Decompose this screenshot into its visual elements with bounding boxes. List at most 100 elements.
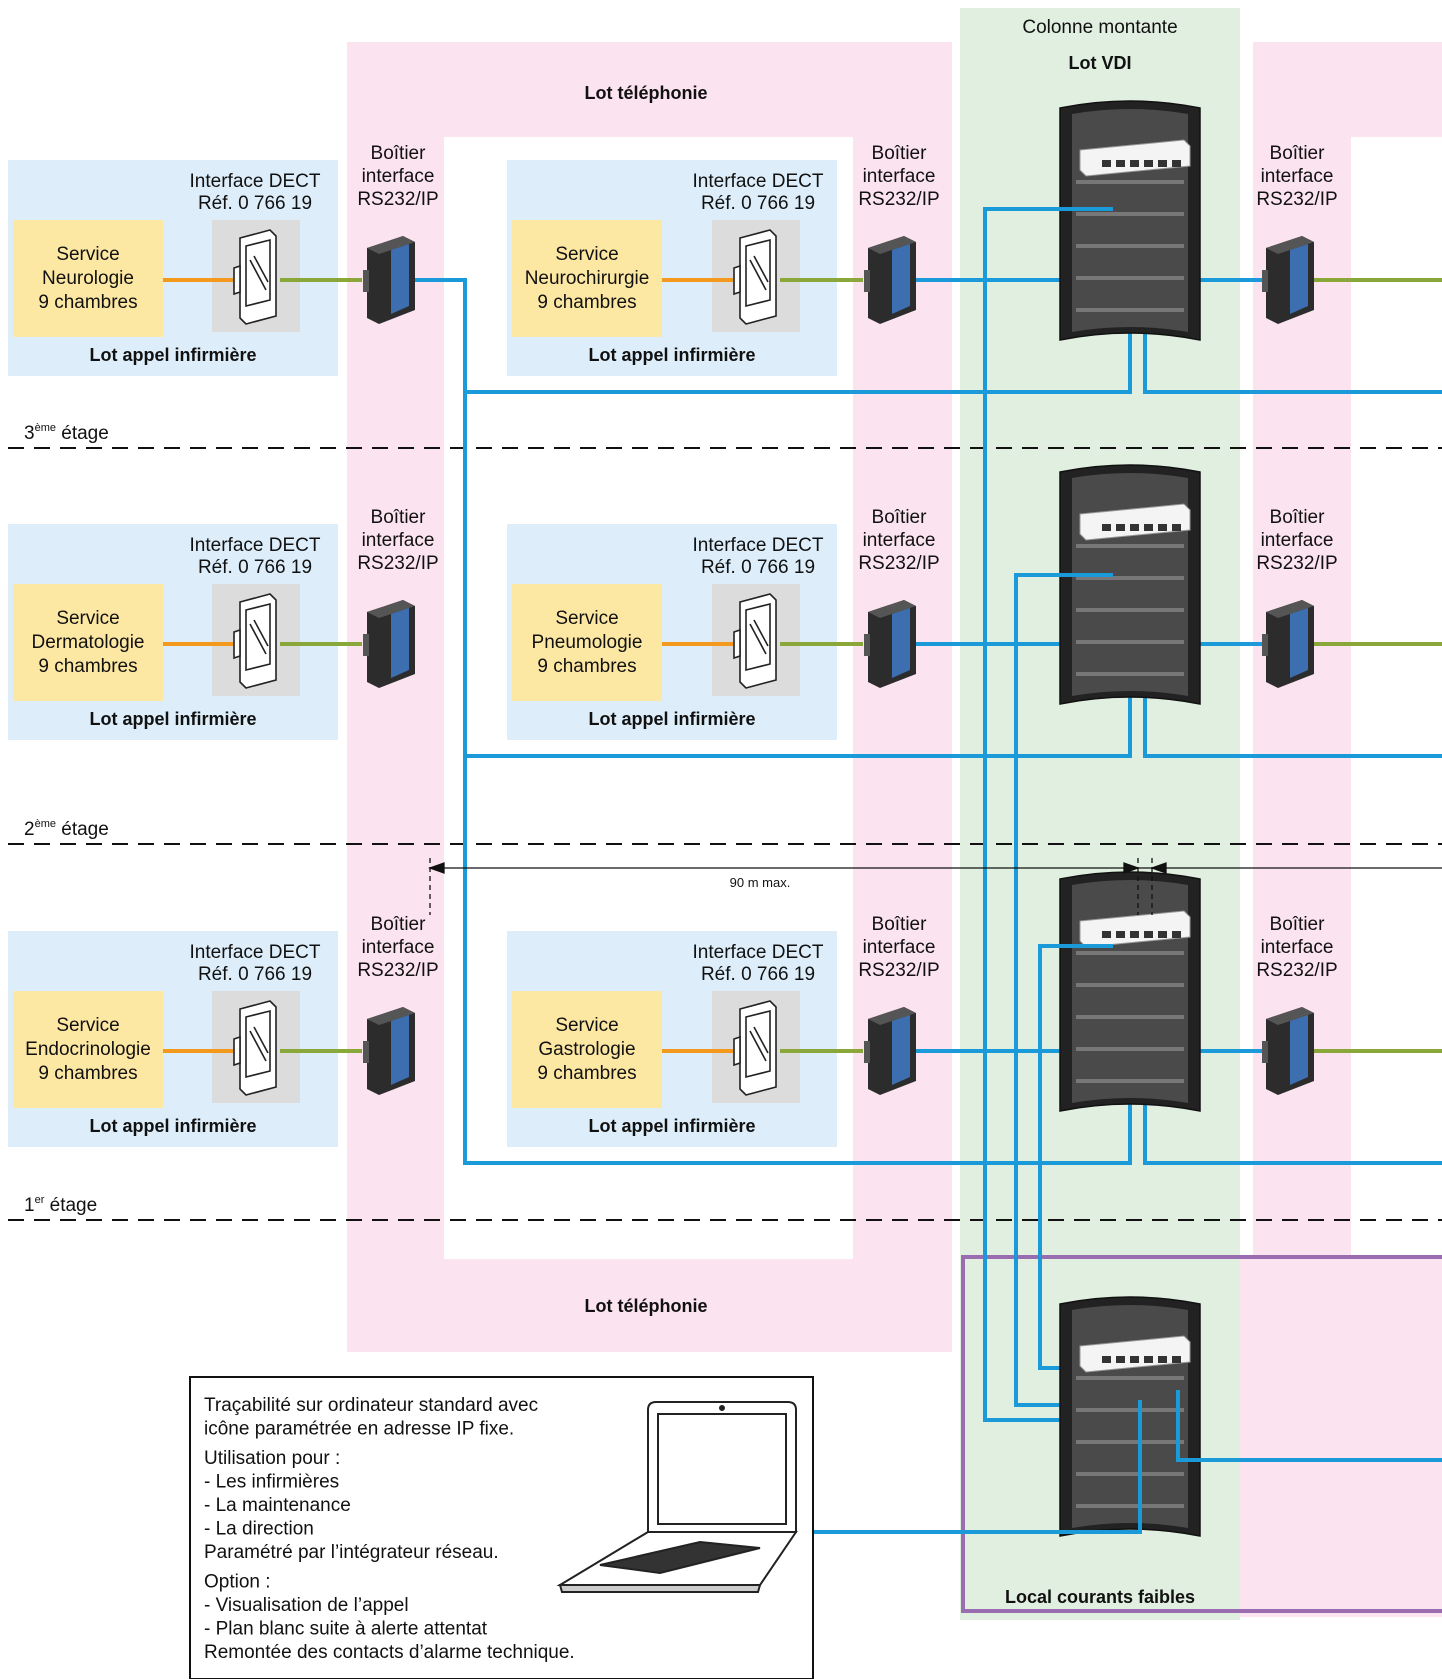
lot-vdi-title: Lot VDI <box>1069 53 1132 73</box>
rs232-box-label: interface <box>1261 166 1334 187</box>
dect-interface-title: Interface DECT <box>693 535 824 556</box>
network-rack-icon <box>1059 100 1201 341</box>
rs232-ip-box-icon <box>1262 1007 1314 1095</box>
lot-appel-label: Lot appel infirmière <box>89 345 256 365</box>
rs232-ip-box-icon <box>363 236 415 324</box>
rs232-box-label: RS232/IP <box>357 553 438 574</box>
service-text: Service <box>555 244 618 265</box>
service-text: 9 chambres <box>537 656 636 677</box>
dect-interface-title: Interface DECT <box>190 535 321 556</box>
dect-interface-ref: Réf. 0 766 19 <box>701 557 815 578</box>
dect-interface-ref: Réf. 0 766 19 <box>701 964 815 985</box>
lot-appel-label: Lot appel infirmière <box>588 709 755 729</box>
rs232-box-label: RS232/IP <box>1256 553 1337 574</box>
service-text: Gastrologie <box>538 1039 635 1060</box>
info-line: - Visualisation de l’appel <box>204 1595 409 1616</box>
rs232-box-label: RS232/IP <box>858 960 939 981</box>
rs232-box-label: Boîtier <box>371 507 427 528</box>
rs232-ip-box-icon <box>1262 236 1314 324</box>
info-line: Remontée des contacts d’alarme technique… <box>204 1642 575 1663</box>
network-rack-icon <box>1059 871 1201 1112</box>
floor-label: 1er étage <box>24 1194 97 1216</box>
rs232-box-label: Boîtier <box>872 914 928 935</box>
service-box <box>13 220 163 337</box>
info-line: - La direction <box>204 1519 314 1540</box>
rs232-box-label: interface <box>863 530 936 551</box>
dect-interface-ref: Réf. 0 766 19 <box>701 193 815 214</box>
service-box <box>512 584 662 701</box>
service-box <box>13 584 163 701</box>
rs232-box-label: interface <box>1261 530 1334 551</box>
info-box-text: Traçabilité sur ordinateur standard avec… <box>204 1395 575 1663</box>
service-text: Endocrinologie <box>25 1039 151 1060</box>
service-text: Service <box>555 1015 618 1036</box>
dect-interface-title: Interface DECT <box>693 942 824 963</box>
dect-interface-ref: Réf. 0 766 19 <box>198 557 312 578</box>
rs232-ip-box-icon <box>363 600 415 688</box>
service-text: Service <box>555 608 618 629</box>
bottom-rack <box>1059 1296 1201 1537</box>
bottom-rack-out-cable <box>1176 1390 1442 1462</box>
local-courants-faibles-frame <box>961 1255 1442 1613</box>
service-text: 9 chambres <box>537 292 636 313</box>
rs232-box-label: interface <box>863 166 936 187</box>
rs232-box-label: Boîtier <box>1270 507 1326 528</box>
service-text: Pneumologie <box>532 632 643 653</box>
local-courants-faibles-label: Local courants faibles <box>1005 1587 1195 1607</box>
service-text: 9 chambres <box>537 1063 636 1084</box>
info-line: Option : <box>204 1572 271 1593</box>
rs232-box-label: RS232/IP <box>1256 189 1337 210</box>
rs232-box-label: RS232/IP <box>858 189 939 210</box>
rs232-box-label: RS232/IP <box>357 960 438 981</box>
right-pink-zone-top <box>1253 42 1442 137</box>
rs232-box-label: RS232/IP <box>1256 960 1337 981</box>
riser-cable-1 <box>983 207 1113 1422</box>
distance-label: 90 m max. <box>730 875 791 890</box>
rs232-ip-box-icon <box>363 1007 415 1095</box>
rs232-ip-box-icon <box>864 600 916 688</box>
dect-interface-title: Interface DECT <box>190 171 321 192</box>
rs232-box-label: interface <box>362 530 435 551</box>
dect-module-icon <box>733 1000 777 1096</box>
info-line: Utilisation pour : <box>204 1448 340 1469</box>
lot-appel-label: Lot appel infirmière <box>89 1116 256 1136</box>
info-line: - La maintenance <box>204 1495 351 1516</box>
lot-telephonie-top: Lot téléphonie <box>585 83 708 103</box>
dect-interface-title: Interface DECT <box>693 171 824 192</box>
lot-appel-label: Lot appel infirmière <box>588 1116 755 1136</box>
blue-cable-left <box>415 278 1132 1165</box>
rs232-box-label: Boîtier <box>371 143 427 164</box>
service-text: Service <box>56 608 119 629</box>
rs232-box-label: RS232/IP <box>858 553 939 574</box>
dect-module-icon <box>233 1000 277 1096</box>
service-text: Service <box>56 1015 119 1036</box>
info-line: - Plan blanc suite à alerte attentat <box>204 1619 488 1640</box>
lot-appel-label: Lot appel infirmière <box>89 709 256 729</box>
service-box <box>13 991 163 1108</box>
dect-interface-ref: Réf. 0 766 19 <box>198 193 312 214</box>
rs232-box-label: RS232/IP <box>357 189 438 210</box>
info-line: Paramétré par l’intégrateur réseau. <box>204 1542 499 1563</box>
service-text: 9 chambres <box>38 656 137 677</box>
info-line: Traçabilité sur ordinateur standard avec <box>204 1395 538 1416</box>
blue-cable-out <box>1143 330 1442 394</box>
rs232-ip-box-icon <box>864 1007 916 1095</box>
network-rack-icon <box>1059 464 1201 705</box>
telephony-right-strip <box>853 137 952 1352</box>
lot-telephonie-bottom: Lot téléphonie <box>585 1296 708 1316</box>
lot-appel-label: Lot appel infirmière <box>588 345 755 365</box>
info-line: icône paramétrée en adresse IP fixe. <box>204 1419 514 1440</box>
dect-module-icon <box>233 593 277 689</box>
laptop-cable <box>793 1400 1142 1534</box>
service-text: Dermatologie <box>32 632 145 653</box>
service-box <box>512 991 662 1108</box>
riser-title: Colonne montante <box>1022 17 1177 38</box>
network-rack-icon <box>1059 1296 1201 1537</box>
blue-cable-out <box>1143 1101 1442 1165</box>
distance-indicator <box>428 858 1442 915</box>
rs232-box-label: interface <box>1261 937 1334 958</box>
